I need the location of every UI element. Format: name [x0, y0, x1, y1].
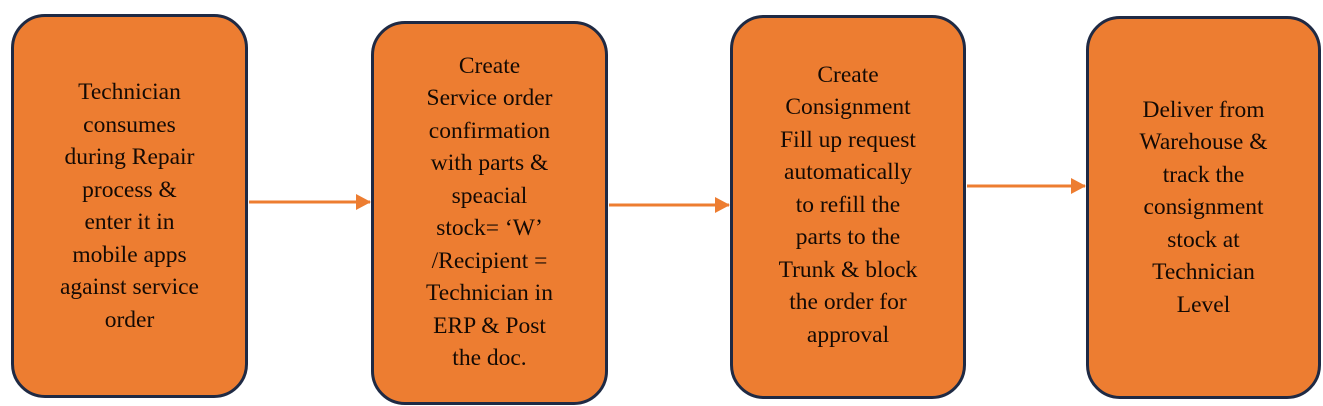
arrowhead-icon: [356, 194, 371, 210]
arrowhead-icon: [1071, 178, 1086, 194]
process-step-1-box: Technician consumes during Repair proces…: [11, 14, 248, 398]
process-step-2-text: Create Service order confirmation with p…: [426, 52, 553, 372]
process-step-4-box: Deliver from Warehouse & track the consi…: [1086, 16, 1321, 399]
process-step-4-text: Deliver from Warehouse & track the consi…: [1139, 96, 1268, 318]
process-step-1-text: Technician consumes during Repair proces…: [60, 79, 199, 333]
arrow-step-1-to-2: [249, 194, 371, 210]
process-step-3-text: Create Consignment Fill up request autom…: [778, 61, 918, 348]
arrowhead-icon: [715, 197, 730, 213]
arrow-step-2-to-3: [609, 197, 730, 213]
arrow-step-3-to-4: [967, 178, 1086, 194]
process-step-2-box: Create Service order confirmation with p…: [371, 21, 608, 405]
process-step-3-box: Create Consignment Fill up request autom…: [730, 15, 966, 399]
